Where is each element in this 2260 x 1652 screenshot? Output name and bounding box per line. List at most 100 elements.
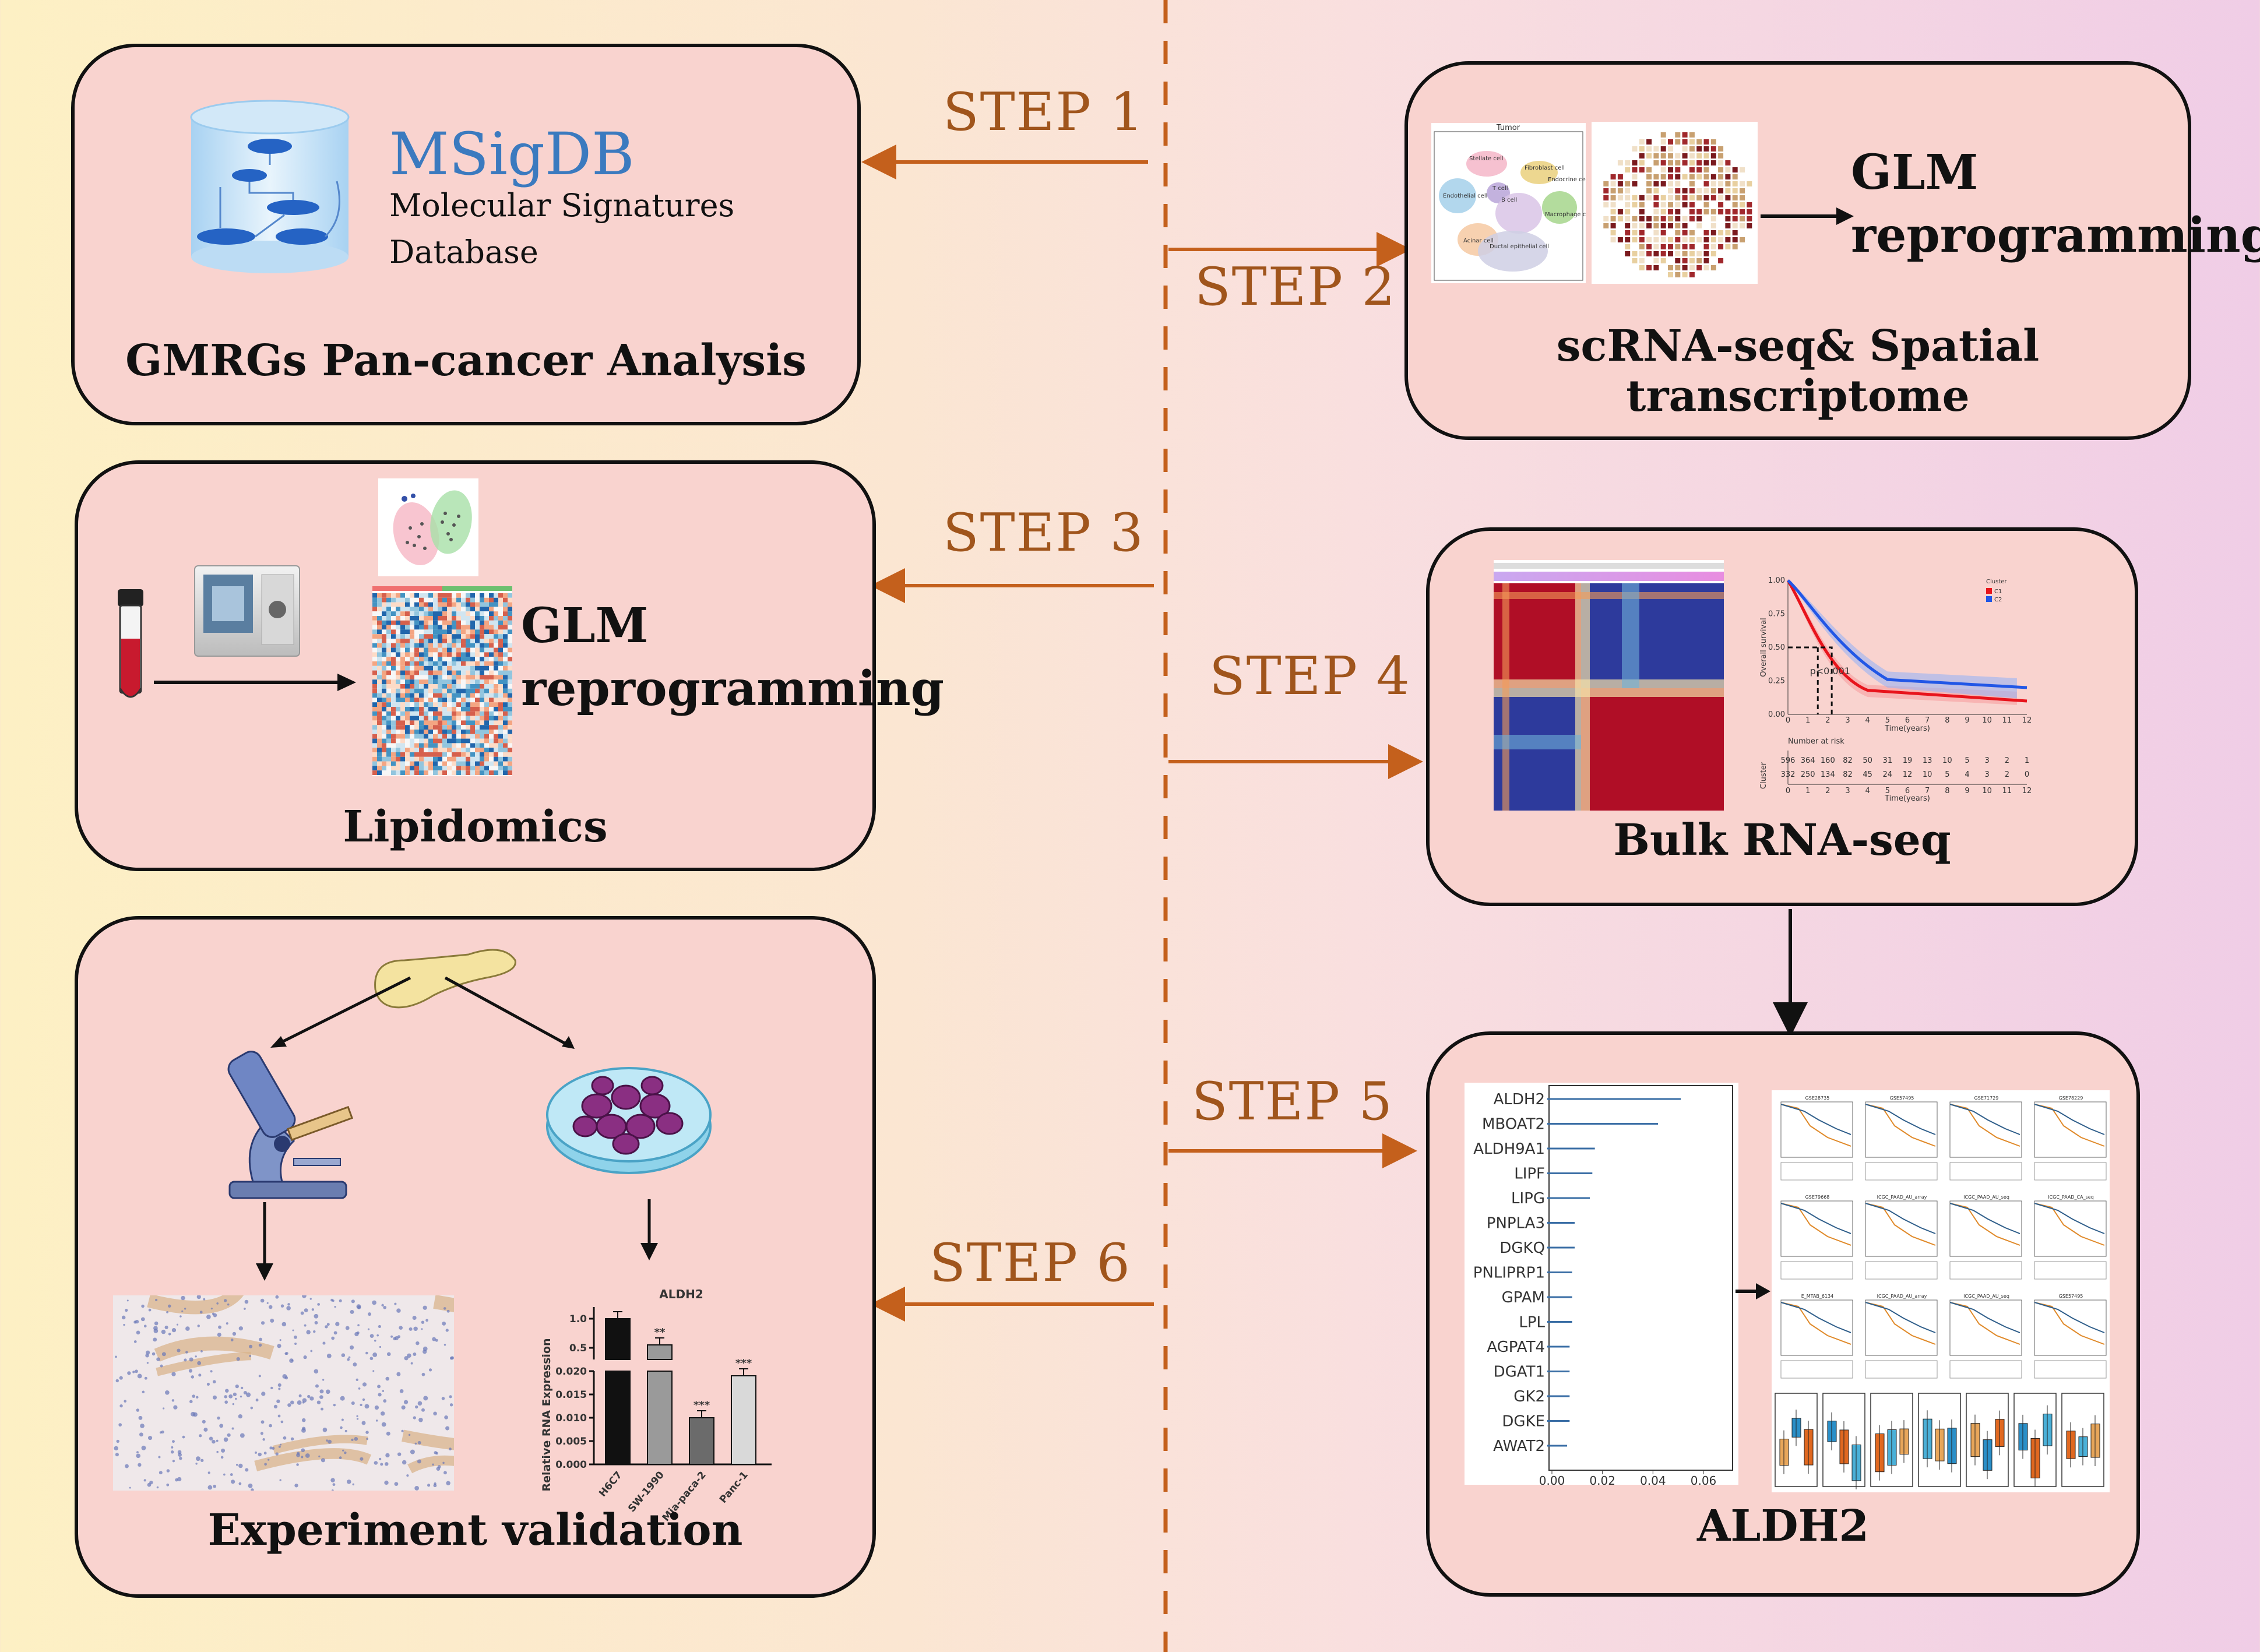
heatmap-cell <box>452 652 456 657</box>
ihc-nucleus <box>331 1489 334 1491</box>
ihc-nucleus <box>331 1336 335 1340</box>
heatmap-cell <box>428 657 433 661</box>
step3-label: STEP 3 <box>943 502 1145 563</box>
heatmap-cell <box>400 688 405 693</box>
heatmap-cell <box>424 730 428 734</box>
ihc-nucleus <box>280 1443 282 1446</box>
heatmap-cell <box>475 593 480 598</box>
spatial-spot <box>1740 167 1745 172</box>
ihc-nucleus <box>322 1341 326 1345</box>
ihc-nucleus <box>121 1315 126 1320</box>
heatmap-cell <box>424 761 428 766</box>
mini-km-title: GSE78229 <box>2059 1096 2083 1101</box>
spatial-spot <box>1703 244 1709 249</box>
gene-label: LPL <box>1519 1314 1545 1332</box>
spatial-spot <box>1668 167 1673 172</box>
heatmap-cell <box>508 734 512 739</box>
heatmap-cell <box>382 652 386 657</box>
heatmap-cell <box>484 702 489 707</box>
heatmap-cell <box>470 720 475 725</box>
heatmap-cell <box>382 665 386 671</box>
heatmap-cell <box>386 679 391 684</box>
heatmap-cell <box>466 698 470 703</box>
heatmap-cell <box>424 693 428 698</box>
heatmap-cell <box>377 734 382 739</box>
heatmap-cell <box>377 725 382 730</box>
ihc-nucleus <box>241 1386 244 1389</box>
heatmap-cell <box>466 730 470 734</box>
heatmap-cell <box>461 766 466 771</box>
heatmap-cell <box>489 761 494 766</box>
heatmap-cell <box>452 620 456 625</box>
spatial-spot <box>1682 174 1688 179</box>
heatmap-cell <box>428 711 433 716</box>
heatmap-cell <box>377 643 382 648</box>
spatial-spot <box>1740 188 1745 193</box>
ihc-nucleus <box>189 1400 193 1403</box>
km-legend-label: C1 <box>1994 589 2002 595</box>
spatial-spot <box>1617 181 1623 186</box>
gene-label: DGKE <box>1502 1413 1545 1431</box>
heatmap-cell <box>452 707 456 711</box>
heatmap-cell <box>377 702 382 707</box>
heatmap-cell <box>396 607 400 612</box>
heatmap-cell <box>410 693 414 698</box>
heatmap-cell <box>396 707 400 711</box>
heatmap-cell <box>433 743 438 748</box>
spatial-spot <box>1653 153 1659 158</box>
ihc-nucleus <box>314 1313 319 1319</box>
heatmap-cell <box>461 607 466 612</box>
heatmap-cell <box>452 684 456 689</box>
ihc-nucleus <box>432 1337 436 1341</box>
heatmap-cell <box>494 670 498 675</box>
ihc-nucleus <box>351 1438 354 1442</box>
spatial-spot <box>1682 244 1688 249</box>
tsne-plot: Tumor Stellate cell Fibroblast cell Endo… <box>1431 123 1593 283</box>
spatial-spot <box>1625 244 1631 249</box>
ihc-nucleus <box>185 1326 190 1331</box>
heatmap-cell <box>466 702 470 707</box>
spatial-spot <box>1653 181 1659 186</box>
heatmap-cell <box>494 725 498 730</box>
heatmap-cell <box>466 593 470 598</box>
spatial-spot <box>1710 181 1716 186</box>
heatmap-cell <box>456 738 461 744</box>
spatial-spot <box>1725 160 1731 165</box>
heatmap-cell <box>396 716 400 721</box>
spatial-spot <box>1603 188 1609 193</box>
heatmap-cell <box>503 770 508 775</box>
heatmap-cell <box>456 688 461 693</box>
heatmap-cell <box>461 748 466 752</box>
microscope-icon <box>227 1051 354 1199</box>
heatmap-cell <box>424 643 428 648</box>
ihc-nucleus <box>437 1465 441 1468</box>
heatmap-cell <box>498 661 503 666</box>
heatmap-cell <box>484 716 489 721</box>
heatmap-cell <box>428 752 433 757</box>
heatmap-cell <box>442 761 447 766</box>
ihc-image <box>113 1295 454 1491</box>
heatmap-cell <box>433 620 438 625</box>
km-xtick: 8 <box>1945 716 1949 725</box>
spatial-spot <box>1718 202 1724 207</box>
heatmap-cell <box>503 643 508 648</box>
ihc-nucleus <box>374 1339 376 1342</box>
svg-text:Ductal epithelial cell: Ductal epithelial cell <box>1490 244 1549 250</box>
heatmap-cell <box>484 770 489 775</box>
heatmap-cell <box>433 702 438 707</box>
heatmap-cell <box>433 670 438 675</box>
spatial-spot <box>1718 195 1724 200</box>
svg-text:B cell: B cell <box>1501 197 1517 203</box>
ihc-nucleus <box>212 1312 214 1315</box>
spatial-spot <box>1682 230 1688 235</box>
heatmap-cell <box>396 616 400 621</box>
heatmap-cell <box>372 675 377 680</box>
spatial-spot <box>1639 202 1645 207</box>
heatmap-cell <box>438 693 442 698</box>
heatmap-cell <box>372 716 377 721</box>
ihc-nucleus <box>140 1424 145 1428</box>
ihc-nucleus <box>347 1480 351 1484</box>
heatmap-cell <box>410 752 414 757</box>
heatmap-cell <box>438 620 442 625</box>
